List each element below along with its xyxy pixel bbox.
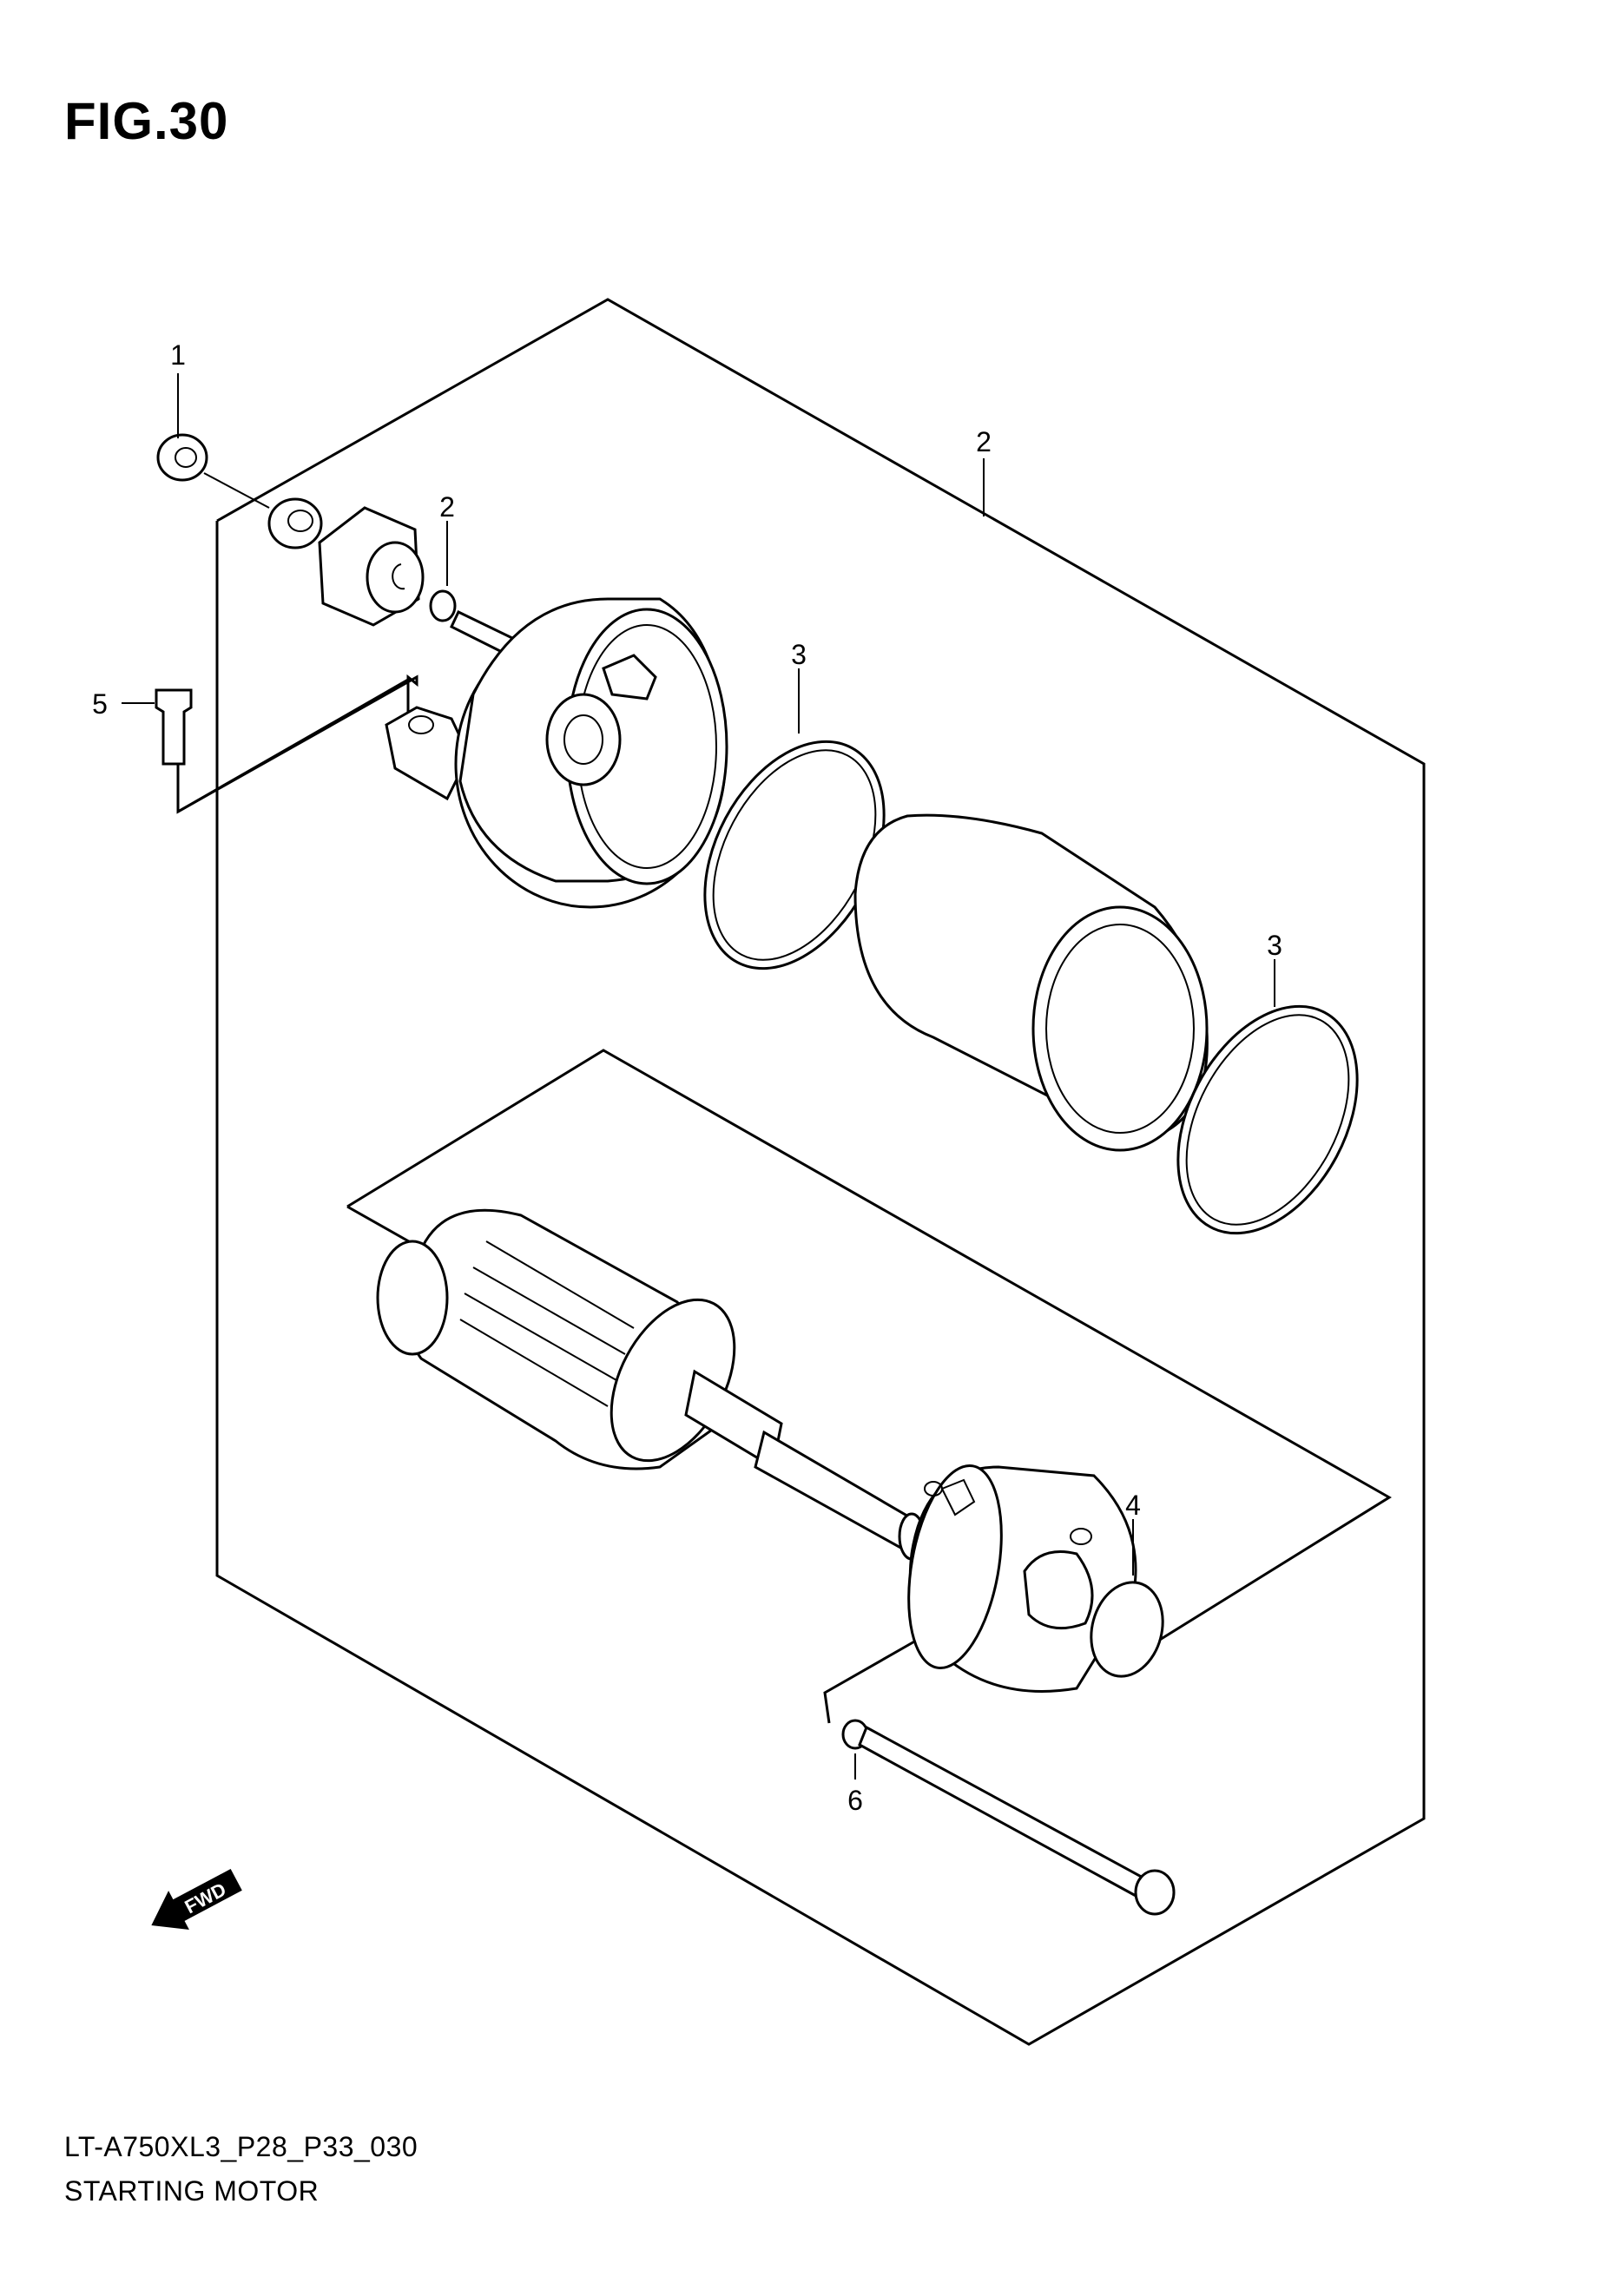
- terminal-insulator: [318, 506, 425, 627]
- callout-5: 5: [92, 688, 108, 720]
- endcover-frame: [823, 1639, 917, 1724]
- front-cover: [907, 1464, 1137, 1693]
- rear-housing: [385, 597, 728, 909]
- callout-3-right: 3: [1267, 930, 1282, 961]
- mounting-bolt: [122, 688, 193, 766]
- through-bolt: [858, 1725, 1176, 1916]
- callout-1: 2: [976, 426, 992, 457]
- o-ring-cover: [1090, 1581, 1164, 1678]
- diagram-name: STARTING MOTOR: [64, 2175, 320, 2207]
- callout-3-left: 3: [791, 639, 807, 670]
- callout-6: 1: [170, 339, 186, 371]
- fwd-arrow-icon: FWD: [151, 1869, 242, 1930]
- o-ring-yoke-rear: [1176, 1004, 1359, 1235]
- callout-2-top: 2: [439, 491, 455, 523]
- figure-title: FIG.30: [64, 92, 229, 150]
- flange-nut: [156, 433, 270, 509]
- insulator-nut: [267, 497, 323, 549]
- yoke: [853, 813, 1209, 1152]
- diagram-code: LT-A750XL3_P28_P33_030: [64, 2131, 418, 2162]
- armature: [376, 1208, 926, 1561]
- assembly-boundary: [215, 298, 1426, 2046]
- callout-4: 4: [1125, 1490, 1141, 1521]
- callout-2-bottom: 6: [847, 1785, 863, 1816]
- o-ring-top: [429, 589, 457, 622]
